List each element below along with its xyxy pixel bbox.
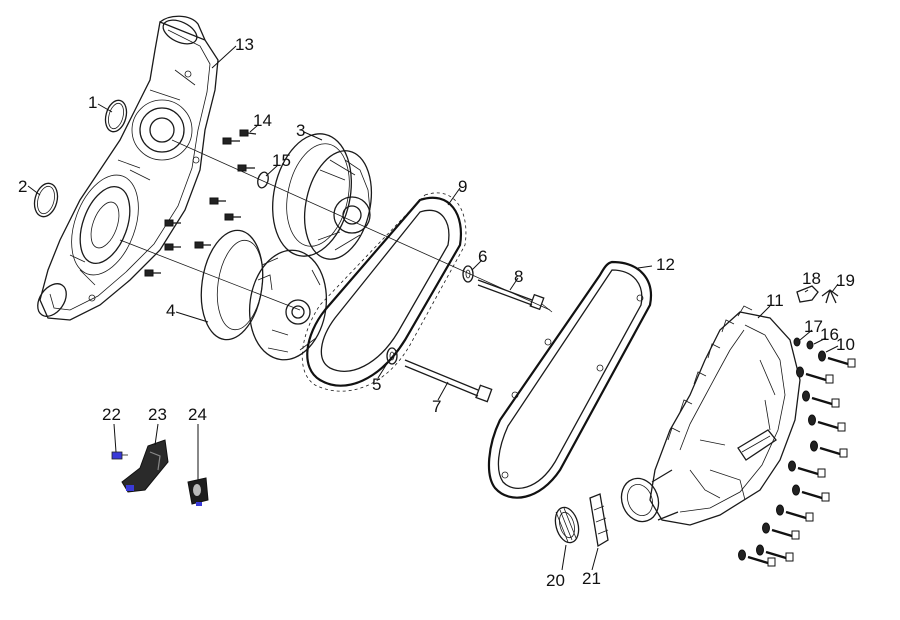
cover-bolt-shank: [811, 396, 833, 406]
cover-bolt-washer: [810, 440, 818, 452]
cover-bolt-shank: [819, 446, 841, 456]
cover-bolt-washer: [808, 414, 816, 426]
cover-bolt-washer: [738, 549, 746, 561]
callout-11: 11: [766, 291, 784, 310]
cover-bolt-shank: [817, 420, 839, 430]
callout-4: 4: [166, 301, 175, 320]
cover-bolt-shank: [797, 466, 819, 476]
cover-bolt-head: [805, 512, 814, 522]
callout-9: 9: [458, 177, 467, 196]
cover-bolt-washer: [776, 504, 784, 516]
callout-7: 7: [432, 397, 441, 416]
cover-bolt-washer: [756, 544, 764, 556]
part-17-seal: [793, 337, 801, 347]
cover-bolt-shank: [785, 510, 807, 520]
part-2-o-ring: [33, 182, 59, 218]
cover-bolt-head: [847, 358, 856, 368]
part-22-small-bolt: [111, 451, 128, 460]
cover-bolt-shank: [765, 550, 787, 560]
cover-bolt-head: [817, 468, 826, 478]
part-5-washer: [386, 347, 398, 365]
callout-labels: 13 1 2 14 15 3 9 6 8 12 4 5 7 11 18 19 1…: [18, 35, 855, 590]
part-13-inner-cover: [37, 15, 219, 321]
cover-bolt-head: [785, 552, 794, 562]
cover-bolt-washer: [818, 350, 826, 362]
callout-5: 5: [372, 375, 381, 394]
part-16-washer: [806, 340, 814, 350]
part-11-outer-cover: [620, 305, 801, 526]
callout-2: 2: [18, 177, 27, 196]
cover-bolt-washer: [796, 366, 804, 378]
part-19-spring-clip: [821, 289, 839, 304]
callout-23: 23: [148, 405, 167, 424]
callout-10: 10: [836, 335, 855, 354]
part-12-gasket: [487, 260, 653, 499]
cover-bolt-head: [831, 398, 840, 408]
part-14-bolts: [144, 129, 257, 277]
callout-24: 24: [188, 405, 207, 424]
callout-16: 16: [820, 325, 839, 344]
callout-18: 18: [802, 269, 821, 288]
part-1-o-ring: [104, 99, 128, 133]
cover-bolt-shank: [747, 555, 769, 565]
cover-bolt-washer: [792, 484, 800, 496]
leader-lines: [27, 45, 839, 571]
cover-bolt-head: [767, 557, 776, 567]
cover-bolt-head: [837, 422, 846, 432]
cover-bolt-head: [821, 492, 830, 502]
part-9-drive-belt: [301, 192, 467, 392]
callout-1: 1: [88, 93, 97, 112]
cover-bolt-head: [791, 530, 800, 540]
cover-bolt-washer: [762, 522, 770, 534]
cover-bolt-head: [839, 448, 848, 458]
callout-12: 12: [656, 255, 675, 274]
cover-bolt-washer: [788, 460, 796, 472]
cover-bolt-shank: [801, 490, 823, 500]
part-8-bolt: [477, 279, 553, 313]
cover-bolt-washer: [802, 390, 810, 402]
cover-bolt-shank: [805, 372, 827, 382]
part-6-washer: [462, 265, 474, 283]
part-7-bolt: [404, 359, 493, 403]
part-3-driven-pulley: [272, 133, 372, 260]
part-21-duct-seal: [589, 493, 609, 548]
callout-8: 8: [514, 267, 523, 286]
cover-bolt-head: [825, 374, 834, 384]
callout-15: 15: [272, 151, 291, 170]
part-10-bolts: [738, 350, 856, 567]
callout-14: 14: [253, 111, 272, 130]
cover-bolt-shank: [771, 528, 793, 538]
part-18-clip: [796, 285, 819, 303]
callout-6: 6: [478, 247, 487, 266]
part-20-hose-clamp: [554, 506, 580, 544]
callout-19: 19: [836, 271, 855, 290]
part-4-drive-pulley: [200, 229, 328, 361]
callout-17: 17: [804, 317, 823, 336]
part-23-bracket: [121, 439, 169, 493]
cover-bolt-shank: [827, 356, 849, 366]
callout-21: 21: [582, 569, 601, 588]
part-24-bushing: [187, 477, 209, 506]
callout-22: 22: [102, 405, 121, 424]
callout-13: 13: [235, 35, 254, 54]
callout-3: 3: [296, 121, 305, 140]
callout-20: 20: [546, 571, 565, 590]
